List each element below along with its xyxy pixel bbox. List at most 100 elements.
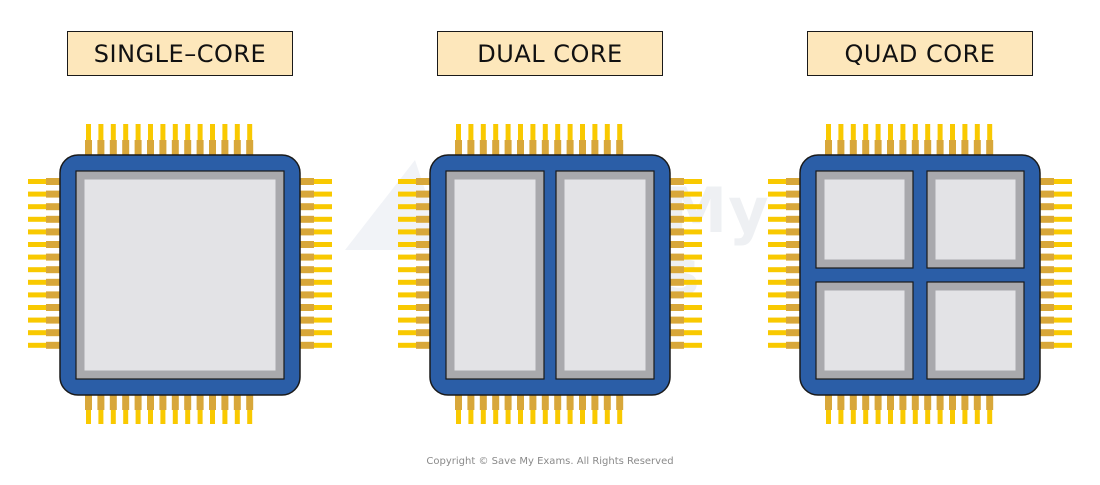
pin-left-base xyxy=(46,304,60,311)
pin-bottom-base xyxy=(566,395,574,410)
pin-bottom xyxy=(210,410,215,424)
pin-left xyxy=(28,229,46,235)
pin-bottom xyxy=(247,410,253,424)
pin-right-base xyxy=(300,228,314,236)
pin-bottom-base xyxy=(961,395,969,410)
pin-right xyxy=(1054,242,1072,247)
pin-top-base xyxy=(97,140,105,155)
core-face xyxy=(934,178,1017,261)
pin-right-base xyxy=(1040,253,1054,261)
pin-top-base xyxy=(529,140,537,155)
pin-left xyxy=(28,179,46,184)
pin-right xyxy=(1054,342,1072,348)
pin-bottom xyxy=(86,410,91,424)
pin-bottom-base xyxy=(209,395,216,410)
pin-bottom xyxy=(160,410,166,424)
pin-left xyxy=(768,216,786,222)
pin-left-base xyxy=(786,253,800,261)
pin-top-base xyxy=(184,140,192,155)
pin-right xyxy=(1054,305,1072,310)
pin-right xyxy=(684,317,702,323)
title-single-core: SINGLE–CORE xyxy=(67,31,293,76)
pin-right-base xyxy=(300,278,314,286)
pin-top xyxy=(493,124,499,140)
cpu-core xyxy=(555,170,655,380)
pin-top xyxy=(604,124,610,140)
pin-left xyxy=(28,216,46,222)
pin-right xyxy=(684,279,702,285)
pin-top xyxy=(850,124,856,140)
pin-top-base xyxy=(171,140,179,155)
pin-bottom-base xyxy=(591,395,599,410)
pin-top-base xyxy=(134,140,142,155)
pin-top xyxy=(185,124,191,140)
pin-left xyxy=(398,204,416,210)
pin-bottom-base xyxy=(159,395,167,410)
pin-bottom-base xyxy=(246,395,254,410)
pin-left-base xyxy=(786,203,800,211)
pin-right xyxy=(684,179,702,184)
pin-right-base xyxy=(1040,341,1054,349)
pin-top xyxy=(234,124,240,140)
pin-bottom xyxy=(135,410,141,424)
pin-bottom-base xyxy=(936,395,944,410)
pin-right-base xyxy=(1040,278,1054,286)
pin-left xyxy=(28,305,46,310)
pin-left-base xyxy=(46,329,60,337)
pin-left-base xyxy=(786,278,800,286)
pin-left xyxy=(398,305,416,310)
pin-right-base xyxy=(300,341,314,349)
pin-bottom xyxy=(197,410,203,424)
pin-right xyxy=(684,254,702,260)
pin-top xyxy=(826,124,831,140)
pin-left-base xyxy=(416,253,430,261)
pin-right xyxy=(314,330,332,336)
pin-top xyxy=(148,124,153,140)
pin-top-base xyxy=(603,140,611,155)
pin-left-base xyxy=(416,329,430,337)
pin-right-base xyxy=(300,178,314,185)
pin-right-base xyxy=(1040,178,1054,185)
pin-right-base xyxy=(300,316,314,324)
core-face xyxy=(563,178,647,372)
pin-right-base xyxy=(670,228,684,236)
pin-left-base xyxy=(416,341,430,349)
pin-right-base xyxy=(300,241,314,248)
pin-bottom-base xyxy=(221,395,229,410)
title-dual-core: DUAL CORE xyxy=(437,31,663,76)
pin-right-base xyxy=(670,316,684,324)
pin-left-base xyxy=(786,329,800,337)
pin-bottom-base xyxy=(899,395,907,410)
pin-top xyxy=(247,124,253,140)
pin-top xyxy=(838,124,844,140)
pin-left-base xyxy=(46,253,60,261)
pin-bottom-base xyxy=(924,395,932,410)
pin-bottom xyxy=(480,410,486,424)
pin-bottom xyxy=(222,410,228,424)
pin-right-base xyxy=(670,266,684,274)
pin-right xyxy=(314,229,332,235)
pin-top xyxy=(518,124,523,140)
pin-right xyxy=(684,292,702,298)
pin-left xyxy=(768,342,786,348)
pin-top xyxy=(160,124,166,140)
pin-top xyxy=(567,124,573,140)
pin-right-base xyxy=(1040,228,1054,236)
pin-left-base xyxy=(786,304,800,311)
chip-dual-core xyxy=(398,124,702,424)
pin-top-base xyxy=(109,140,117,155)
pin-right-base xyxy=(670,178,684,185)
pin-top-base xyxy=(147,140,154,155)
pin-top-base xyxy=(591,140,599,155)
pin-top xyxy=(172,124,178,140)
pin-right xyxy=(684,330,702,336)
pin-bottom-base xyxy=(874,395,882,410)
pin-left-base xyxy=(416,241,430,248)
pin-top-base xyxy=(455,140,462,155)
pin-right-base xyxy=(670,203,684,211)
pin-left-base xyxy=(786,241,800,248)
pin-bottom-base xyxy=(233,395,241,410)
pin-bottom-base xyxy=(949,395,956,410)
pin-top xyxy=(962,124,968,140)
pin-bottom xyxy=(110,410,116,424)
